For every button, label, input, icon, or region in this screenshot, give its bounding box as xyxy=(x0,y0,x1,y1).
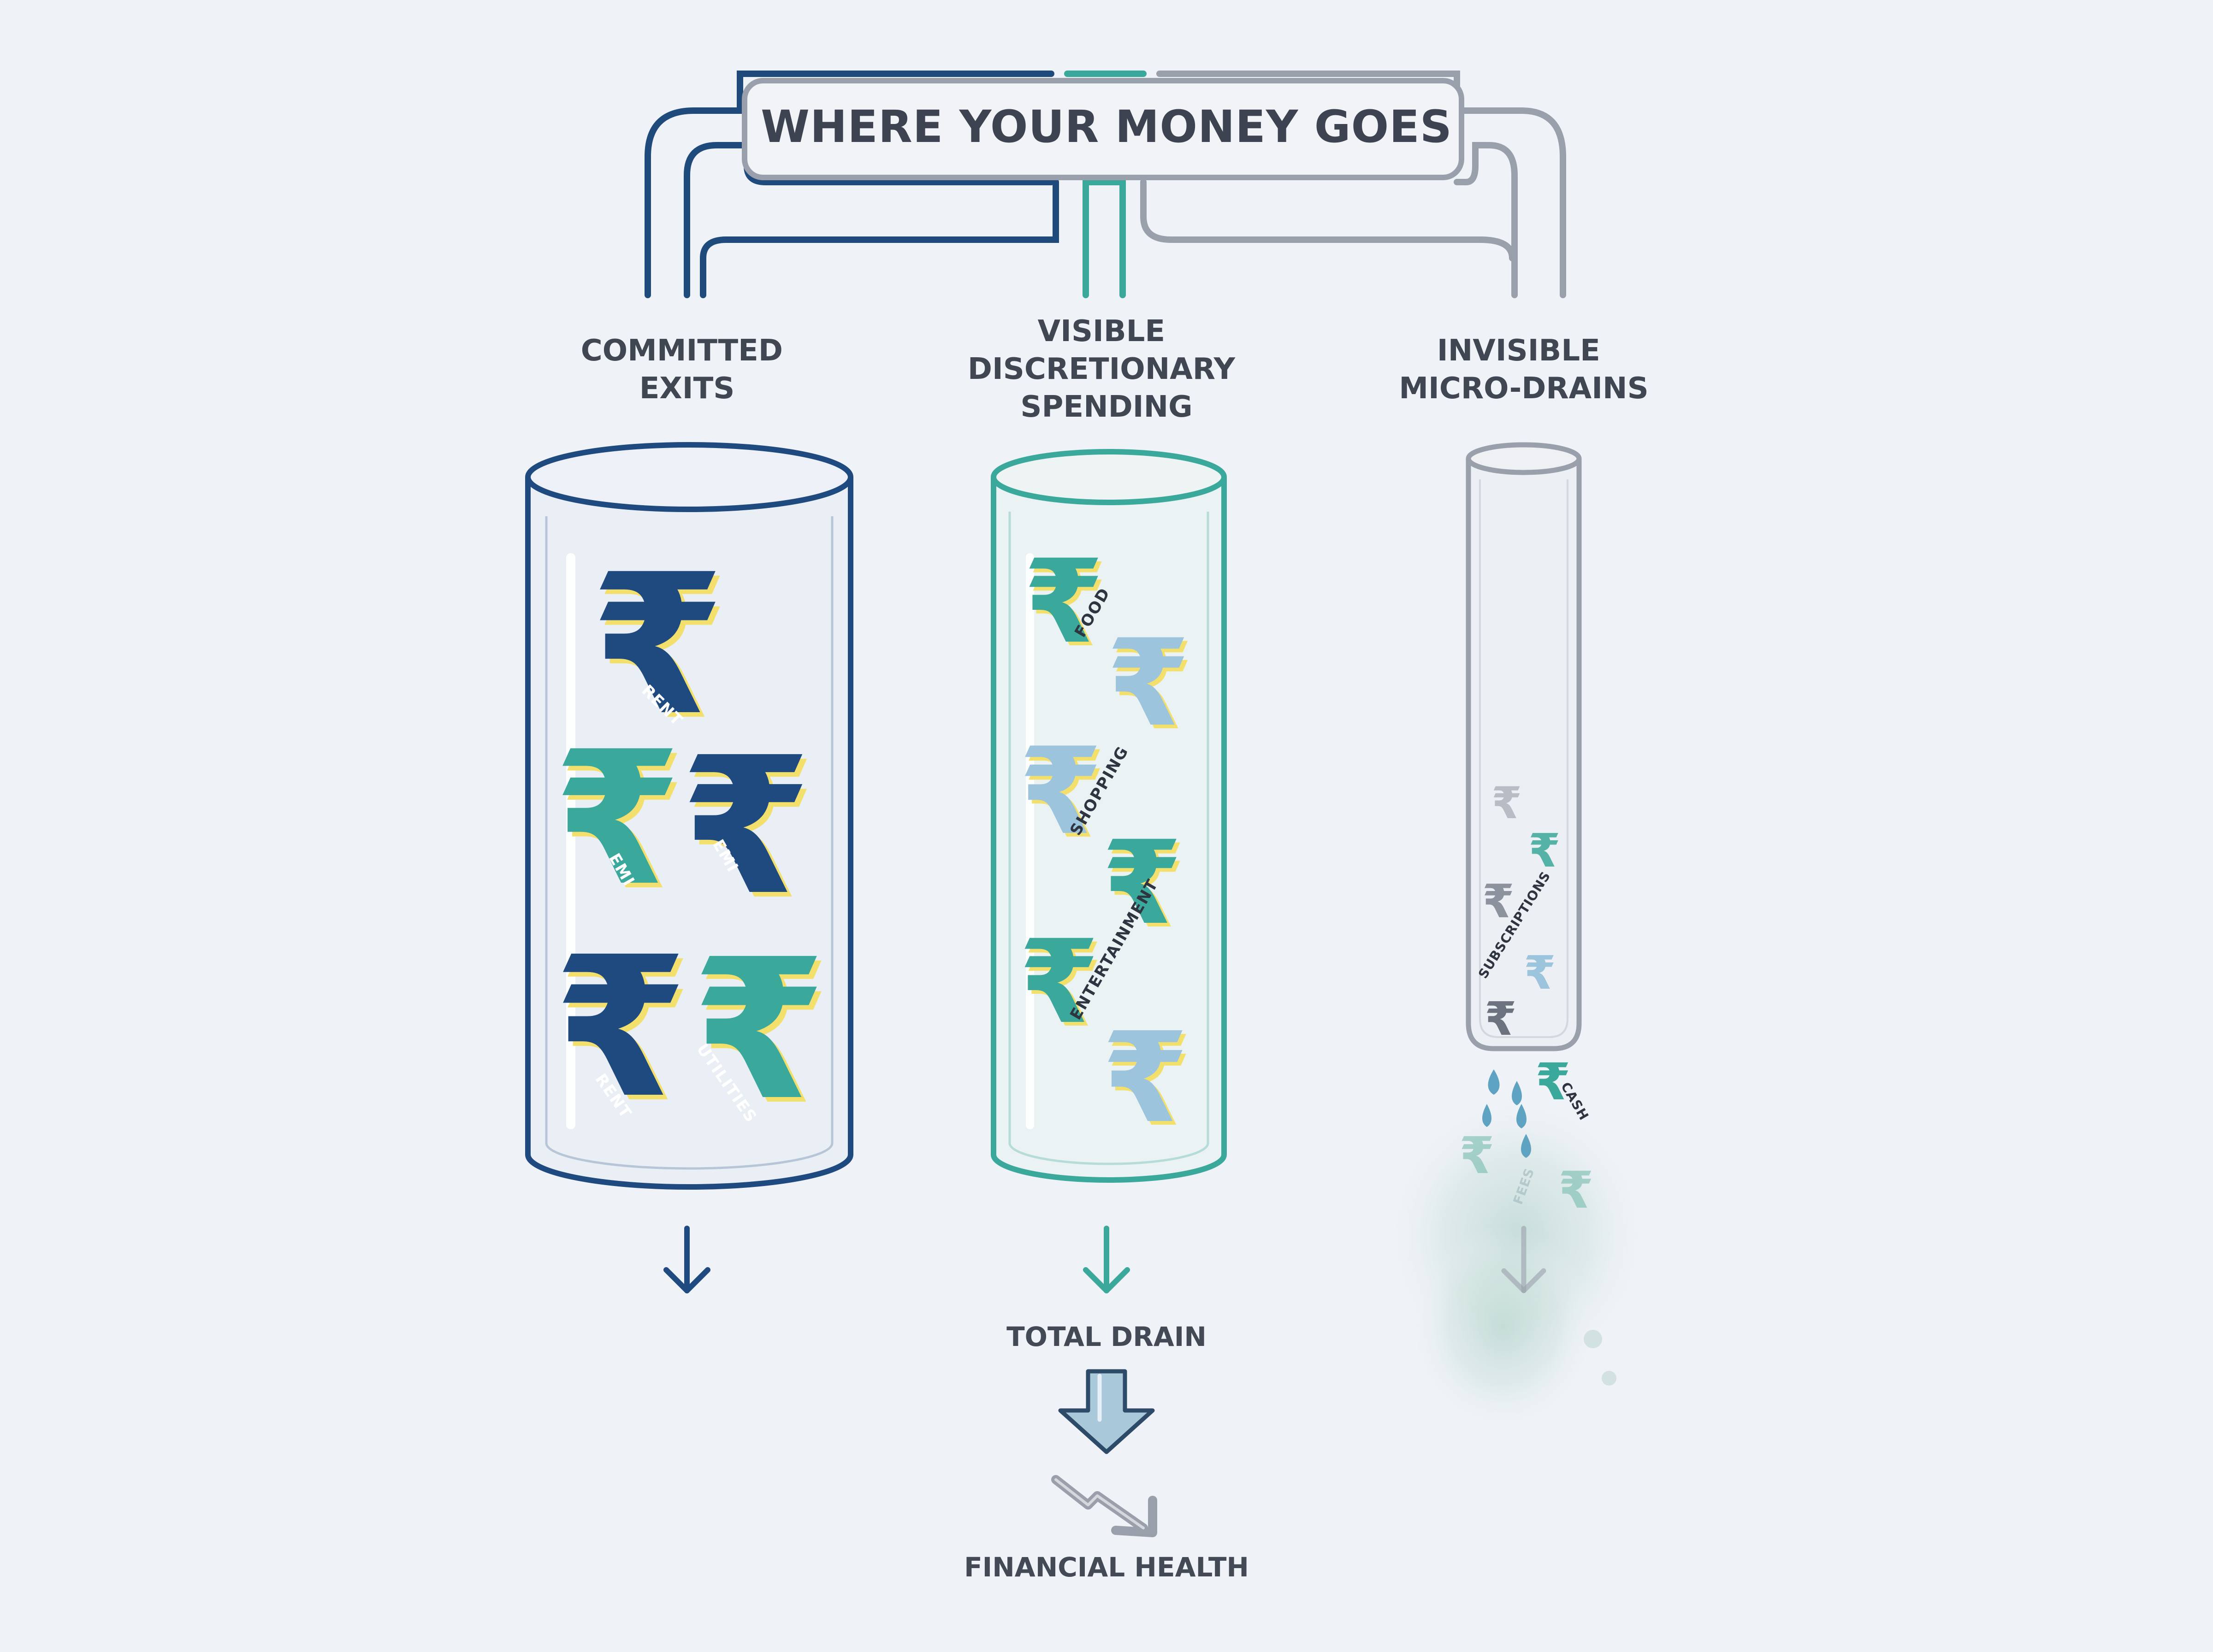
cylinder-committed: ₹ ₹ RENT ₹ ₹ EMI ₹ ₹ EMI ₹ ₹ RENT ₹ ₹ UT… xyxy=(525,442,853,1190)
micro-leak: ₹ CASH ₹ FEES ₹ xyxy=(1388,1052,1646,1429)
drop-icon xyxy=(1482,1104,1491,1127)
svg-text:₹: ₹ xyxy=(1027,538,1107,673)
rupee-discretionary-c: ₹ xyxy=(1106,1009,1192,1154)
micro-rupee-1: ₹ xyxy=(1491,778,1522,829)
rupee-emi-2: ₹ ₹ EMI xyxy=(680,716,816,941)
svg-text:₹: ₹ xyxy=(680,716,811,937)
rupee-discretionary-a: ₹ xyxy=(1110,618,1194,757)
drop-icon xyxy=(1521,1134,1531,1158)
svg-text:₹: ₹ xyxy=(1023,726,1106,865)
rupee-rent-1: ₹ ₹ RENT xyxy=(590,533,729,763)
svg-text:₹: ₹ xyxy=(1019,915,1099,1049)
micro-rupee-cash: ₹ xyxy=(1535,1052,1571,1111)
svg-text:₹: ₹ xyxy=(558,717,686,931)
diagram-title: WHERE YOUR MONEY GOES xyxy=(761,101,1452,153)
rupee-food: ₹ ₹ FOOD xyxy=(1024,535,1114,673)
tube-micro: ₹ ₹ ₹ SUBSCRIPTIONS ₹ ₹ xyxy=(1466,442,1582,1051)
category-label-micro: INVISIBLE MICRO-DRAINS xyxy=(1399,334,1648,406)
rupee-discretionary-c-fill: ₹ xyxy=(1102,1005,1189,1150)
svg-text:₹: ₹ xyxy=(558,920,692,1145)
decline-trend-icon xyxy=(1051,1475,1157,1537)
svg-text:₹: ₹ xyxy=(1019,722,1102,861)
svg-text:₹: ₹ xyxy=(553,915,688,1141)
svg-text:₹: ₹ xyxy=(692,918,826,1143)
micro-rupee-3: ₹ xyxy=(1482,874,1515,928)
svg-text:₹: ₹ xyxy=(595,537,729,763)
svg-text:₹: ₹ xyxy=(590,533,725,758)
drop-icon xyxy=(1512,1081,1522,1105)
title-box: WHERE YOUR MONEY GOES xyxy=(742,78,1464,180)
micro-rupee-5: ₹ xyxy=(1485,992,1517,1046)
big-arrow-down-icon xyxy=(1058,1369,1155,1454)
svg-text:₹: ₹ xyxy=(553,712,681,926)
category-label-discretionary: VISIBLE DISCRETIONARY SPENDING xyxy=(968,314,1245,424)
pipe-network xyxy=(645,71,1566,298)
cylinder-discretionary: ₹ ₹ FOOD ₹ ₹ ₹ ₹ SHOPPING ₹ ₹ ₹ ₹ ENTERT… xyxy=(991,449,1227,1183)
micro-rupee-2: ₹ xyxy=(1528,824,1561,878)
rupee-emi-1: ₹ ₹ EMI xyxy=(553,712,686,931)
category-label-committed: COMMITTED EXITS xyxy=(581,334,793,406)
financial-health-label: FINANCIAL HEALTH xyxy=(964,1552,1249,1583)
svg-text:₹: ₹ xyxy=(1024,535,1104,669)
micro-rupee-6: ₹ xyxy=(1558,1161,1594,1220)
arrow-down-micro-icon xyxy=(1501,1226,1546,1293)
arrow-down-committed-icon xyxy=(663,1226,710,1293)
micro-rupee-4: ₹ xyxy=(1524,946,1556,1000)
drop-icon xyxy=(1516,1104,1527,1128)
rupee-discretionary-b: ₹ xyxy=(1106,820,1186,954)
micro-rupee-fees: ₹ xyxy=(1459,1126,1495,1185)
svg-text:₹: ₹ xyxy=(696,922,831,1148)
arrow-down-discretionary-icon xyxy=(1083,1226,1130,1293)
rupee-utilities: ₹ ₹ UTILITIES xyxy=(692,918,831,1148)
svg-text:₹: ₹ xyxy=(1023,919,1103,1053)
rupee-discretionary-b-fill: ₹ xyxy=(1102,816,1182,950)
drop-icon xyxy=(1488,1069,1500,1095)
svg-text:₹: ₹ xyxy=(685,721,816,941)
rupee-rent-2: ₹ ₹ RENT xyxy=(553,915,692,1145)
rupee-discretionary-a-fill: ₹ xyxy=(1106,614,1190,753)
total-drain-label: TOTAL DRAIN xyxy=(1006,1321,1207,1352)
